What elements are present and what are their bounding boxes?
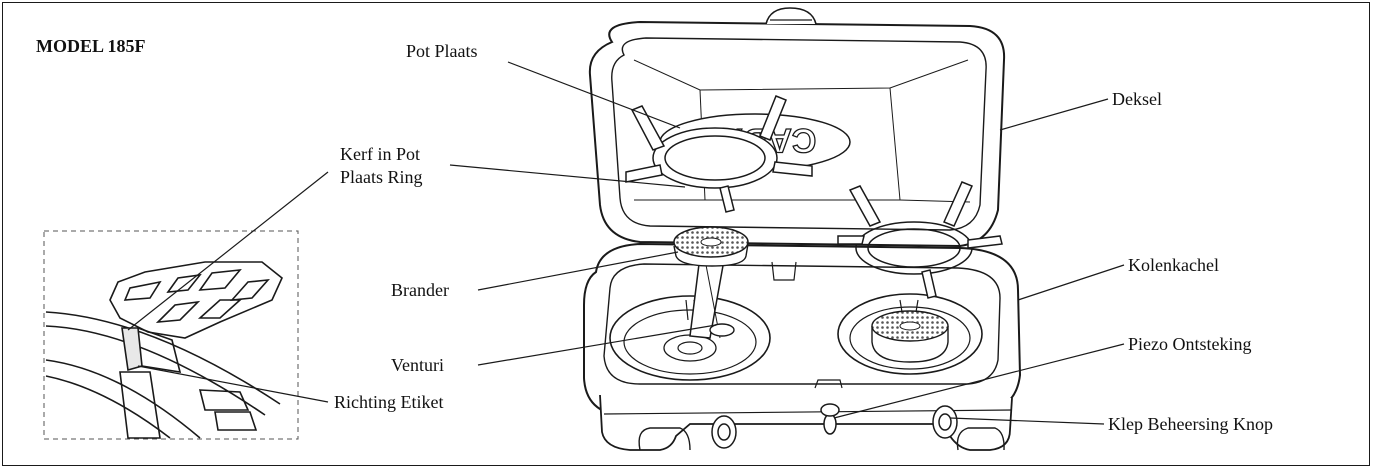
label-richting-etiket: Richting Etiket [334,392,444,412]
right-burner [837,293,983,375]
label-brander: Brander [391,280,449,300]
leader-lines [127,61,1125,425]
label-venturi: Venturi [391,355,444,375]
label-klep-beheersing-knop: Klep Beheersing Knop [1108,414,1273,434]
leader-deksel [999,98,1109,131]
control-knobs [711,403,958,449]
leader-venturi [477,324,717,366]
model-title: MODEL 185F [36,36,146,56]
leader-pot-plaats [507,61,681,129]
right-pot-support [837,181,1003,299]
leader-richting [137,365,329,403]
label-pot-plaats: Pot Plaats [406,41,478,61]
leader-brander [477,251,679,291]
lid-pot-support [625,95,813,213]
leader-kolenkachel [1017,264,1125,301]
inset-border [43,230,299,440]
raised-burner [673,226,749,339]
leader-kerf [449,164,686,188]
label-kerf-line2: Plaats Ring [340,167,423,187]
leader-kerf-inset [127,171,329,331]
left-burner-bowl [609,295,771,381]
inset-pot-support [45,261,283,439]
leader-klep [949,417,1105,425]
label-kerf-line1: Kerf in Pot [340,144,420,164]
label-piezo-ontsteking: Piezo Ontsteking [1128,334,1252,354]
leader-piezo [833,343,1125,419]
label-deksel: Deksel [1112,89,1162,109]
label-kolenkachel: Kolenkachel [1128,255,1219,275]
detail-inset [43,230,299,440]
